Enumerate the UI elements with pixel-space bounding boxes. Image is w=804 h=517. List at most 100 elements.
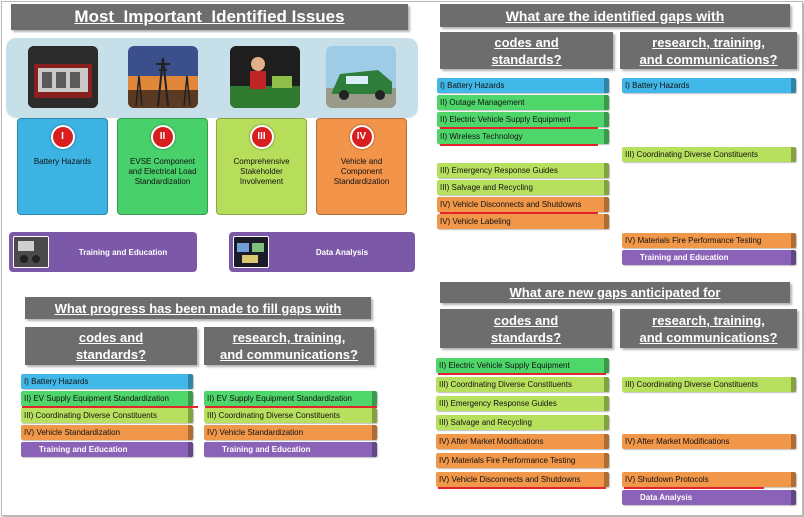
- issue-label: Battery Hazards: [33, 157, 92, 166]
- list-item: III) Salvage and Recycling: [436, 415, 609, 430]
- header-line: and communications?: [639, 329, 778, 345]
- new-gaps-research-list: III) Coordinating Diverse Constituents I…: [622, 377, 796, 507]
- progress-title-text: What progress has been made to fill gaps…: [54, 300, 342, 316]
- list-item: III) Coordinating Diverse Constituents: [204, 408, 377, 423]
- monitors-image: [234, 237, 268, 267]
- progress-research-header: research, training, and communications?: [204, 327, 374, 365]
- header-line: research, training,: [652, 312, 765, 328]
- list-item: IV) Vehicle Standardization: [21, 425, 193, 440]
- stakeholder-photo: [230, 46, 300, 108]
- issue-card-vehicle: IV Vehicle and Component Standardization: [316, 118, 407, 215]
- header-line: codes and: [493, 312, 559, 328]
- gaps-codes-list: I) Battery Hazards II) Outage Management…: [437, 78, 609, 229]
- list-item: Training and Education: [204, 442, 377, 457]
- header-line: research, training,: [232, 330, 346, 345]
- classroom-photo: [13, 236, 49, 268]
- header-line: codes and: [78, 330, 144, 345]
- list-item: IV) After Market Modifications: [622, 434, 796, 449]
- power-tower-image: [128, 46, 198, 108]
- list-item: IV) Vehicle Disconnects and Shutdowns: [437, 197, 609, 212]
- gaps-research-header: research, training, and communications?: [620, 32, 797, 69]
- red-underline: [440, 212, 598, 214]
- list-item-blank: [437, 146, 609, 161]
- progress-title: What progress has been made to fill gaps…: [25, 297, 371, 319]
- gaps-research-list: I) Battery Hazards III) Coordinating Div…: [622, 78, 796, 268]
- new-gaps-codes-header: codes and standards?: [440, 309, 612, 348]
- list-item: III) Coordinating Diverse Constituents: [622, 377, 796, 392]
- new-gaps-research-header: research, training, and communications?: [620, 309, 797, 348]
- list-item: III) Coordinating Diverse Constituents: [436, 377, 609, 392]
- list-item: III) Coordinating Diverse Constituents: [622, 147, 796, 162]
- gaps-title-text: What are the identified gaps with: [505, 7, 725, 24]
- gaps-codes-header: codes and standards?: [440, 32, 613, 69]
- progress-codes-header: codes and standards?: [25, 327, 197, 365]
- list-item: I) Battery Hazards: [622, 78, 796, 93]
- data-analysis-bar: Data Analysis: [229, 232, 415, 272]
- gaps-title: What are the identified gaps with: [440, 4, 790, 27]
- issue-numeral-badge: II: [150, 125, 175, 149]
- list-item: II) EV Supply Equipment Standardization: [21, 391, 193, 406]
- battery-photo: [28, 46, 98, 108]
- classroom-image: [14, 237, 48, 267]
- training-education-label: Training and Education: [78, 247, 168, 257]
- list-item: IV) Materials Fire Performance Testing: [436, 453, 609, 468]
- data-screens-photo: [233, 236, 269, 268]
- red-underline: [22, 406, 198, 408]
- list-item: III) Emergency Response Guides: [437, 163, 609, 178]
- list-item: IV) Vehicle Disconnects and Shutdowns: [436, 472, 609, 487]
- list-item: Data Analysis: [622, 490, 796, 505]
- red-underline: [438, 373, 606, 375]
- list-item: IV) After Market Modifications: [436, 434, 609, 449]
- issue-card-evse: II EVSE Component and Electrical Load St…: [117, 118, 208, 215]
- issue-numeral-badge: III: [249, 125, 274, 149]
- issue-label: Comprehensive Stakeholder Involvement: [233, 157, 290, 186]
- new-gaps-title-text: What are new gaps anticipated for: [509, 285, 721, 300]
- list-item: III) Emergency Response Guides: [436, 396, 609, 411]
- issues-title: Most Important Identified Issues: [11, 4, 408, 30]
- red-underline: [205, 406, 377, 408]
- list-item: Training and Education: [622, 250, 796, 265]
- red-underline: [624, 487, 764, 489]
- list-item: III) Coordinating Diverse Constituents: [21, 408, 193, 423]
- power-lines-photo: [128, 46, 198, 108]
- speaker-image: [230, 46, 300, 108]
- list-item: IV) Vehicle Standardization: [204, 425, 377, 440]
- header-line: codes and: [494, 34, 559, 50]
- progress-research-list: II) EV Supply Equipment Standardization …: [204, 391, 377, 457]
- list-item: I) Battery Hazards: [21, 374, 193, 389]
- list-item: II) Wireless Technology: [437, 129, 609, 144]
- issues-title-text: Most Important Identified Issues: [74, 7, 345, 26]
- list-item: II) Outage Management: [437, 95, 609, 110]
- progress-codes-list: I) Battery Hazards II) EV Supply Equipme…: [21, 374, 193, 457]
- issue-card-battery: I Battery Hazards: [17, 118, 108, 215]
- new-gaps-title: What are new gaps anticipated for: [440, 282, 790, 303]
- list-item: III) Salvage and Recycling: [437, 180, 609, 195]
- issue-numeral-badge: I: [50, 125, 75, 149]
- header-line: standards?: [491, 51, 562, 67]
- list-item: IV) Materials Fire Performance Testing: [622, 233, 796, 248]
- red-underline: [438, 487, 606, 489]
- issue-card-stakeholder: III Comprehensive Stakeholder Involvemen…: [216, 118, 307, 215]
- header-line: standards?: [490, 329, 562, 345]
- list-item: II) Electric Vehicle Supply Equipment: [437, 112, 609, 127]
- issue-label: EVSE Component and Electrical Load Stand…: [128, 157, 197, 186]
- car-image: [326, 46, 396, 108]
- battery-image: [28, 46, 98, 108]
- list-item: IV) Shutdown Protocols: [622, 472, 796, 487]
- list-item: IV) Vehicle Labeling: [437, 214, 609, 229]
- red-underline: [440, 144, 598, 146]
- header-line: research, training,: [652, 34, 765, 50]
- header-line: and communications?: [220, 347, 358, 362]
- new-gaps-codes-list: II) Electric Vehicle Supply Equipment II…: [436, 358, 609, 487]
- header-line: and communications?: [639, 51, 778, 67]
- data-analysis-label: Data Analysis: [315, 247, 369, 257]
- header-line: standards?: [75, 347, 147, 362]
- list-item: I) Battery Hazards: [437, 78, 609, 93]
- issue-numeral-badge: IV: [349, 125, 374, 149]
- issue-label: Vehicle and Component Standardization: [333, 157, 390, 186]
- training-education-bar: Training and Education: [9, 232, 197, 272]
- vehicle-photo: [326, 46, 396, 108]
- red-underline: [440, 127, 598, 129]
- list-item: II) Electric Vehicle Supply Equipment: [436, 358, 609, 373]
- list-item: II) EV Supply Equipment Standardization: [204, 391, 377, 406]
